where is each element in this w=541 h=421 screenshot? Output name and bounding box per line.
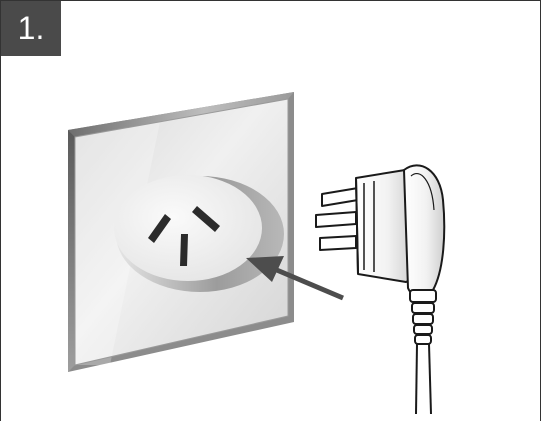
power-plug-icon bbox=[315, 164, 446, 415]
insert-arrow-icon bbox=[246, 256, 344, 301]
step-number-label: 1. bbox=[17, 10, 45, 46]
step-number-badge: 1. bbox=[1, 1, 61, 56]
socket-icon bbox=[114, 175, 284, 292]
